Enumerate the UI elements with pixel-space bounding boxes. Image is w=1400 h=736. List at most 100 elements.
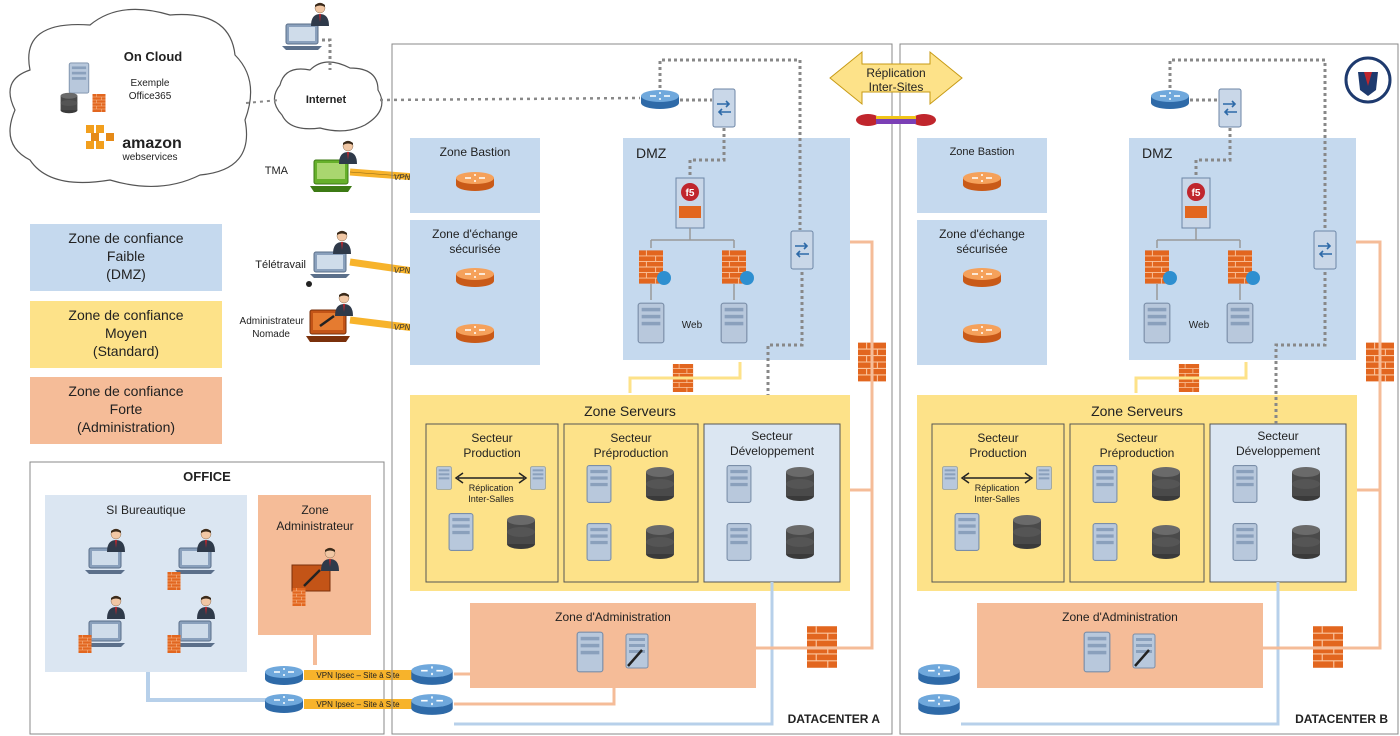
legend-medium <box>30 301 222 368</box>
web-server-icon <box>720 302 748 344</box>
office-firewall-icon <box>78 635 92 653</box>
production-server-icon <box>1036 466 1052 490</box>
preprod-server-icon <box>586 465 612 503</box>
anssi-logo-icon <box>1344 56 1392 104</box>
production-server-icon <box>954 513 980 551</box>
internet-label: Internet <box>306 94 347 106</box>
replication-link-icon <box>856 114 936 126</box>
preprod-database-icon <box>646 467 674 501</box>
internet-cloud: Internet <box>273 61 383 132</box>
echange-router-icon <box>962 267 1002 288</box>
cloud-database-icon <box>60 92 78 114</box>
f5-load-balancer-icon: f5 <box>675 177 705 229</box>
ip-gateway-icon <box>1313 230 1337 270</box>
dc-internet-router-icon <box>1150 89 1190 110</box>
cloud-zone: On Cloud Exemple Office365 amazon webser… <box>9 8 252 187</box>
vpn-ipsec-label-1: VPN Ipsec – Site à Site <box>316 671 400 680</box>
svg-text:(Standard): (Standard) <box>93 343 159 359</box>
legend-high <box>30 377 222 444</box>
office-title: OFFICE <box>183 469 231 484</box>
svg-text:Développement: Développement <box>1236 444 1321 458</box>
svg-text:f5: f5 <box>1192 188 1201 199</box>
dc-ipsec-router-icon <box>917 663 961 686</box>
vpn-label-tma: VPN <box>394 173 411 182</box>
svg-text:Zone Bastion: Zone Bastion <box>440 145 511 159</box>
dc-ip-gateway-icon <box>1218 88 1242 128</box>
datacenter-a: DATACENTER A Zone Bastion Zone d'échange… <box>379 43 893 735</box>
svg-text:Préproduction: Préproduction <box>1100 446 1175 460</box>
svg-text:Secteur: Secteur <box>1116 431 1157 445</box>
office-admin-firewall-icon <box>292 588 306 606</box>
cloud-server-icon <box>68 62 90 94</box>
svg-text:Web: Web <box>1189 320 1210 331</box>
svg-text:Réplication: Réplication <box>866 66 925 80</box>
admin-nomade-label1: Administrateur <box>240 316 305 327</box>
vpn-label-admin: VPN <box>394 323 411 332</box>
svg-text:webservices: webservices <box>121 152 177 163</box>
office-router-icon <box>264 665 304 686</box>
svg-text:Inter-Sites: Inter-Sites <box>869 80 924 94</box>
production-server-icon <box>436 466 452 490</box>
secteur-preproduction <box>563 423 699 583</box>
svg-text:Inter-Salles: Inter-Salles <box>974 494 1020 504</box>
svg-text:Secteur: Secteur <box>751 429 792 443</box>
cloud-title: On Cloud <box>124 49 183 64</box>
bastion-router-icon <box>962 171 1002 192</box>
preprod-database-icon <box>646 525 674 559</box>
dc-internet-router-icon <box>640 89 680 110</box>
preprod-server-icon <box>586 523 612 561</box>
remote-teletravail: Télétravail <box>255 230 352 287</box>
globe-icon <box>1163 271 1177 285</box>
echange-router-icon <box>455 323 495 344</box>
legend-low <box>30 224 222 291</box>
teletravail-laptop-icon <box>310 251 350 279</box>
svg-text:Secteur: Secteur <box>1257 429 1298 443</box>
admin-nomade-label2: Nomade <box>252 329 290 340</box>
svg-text:Zone Bastion: Zone Bastion <box>950 146 1015 158</box>
dc-ip-gateway-icon <box>712 88 736 128</box>
datacenter-b-label: DATACENTER B <box>1295 712 1388 726</box>
preprod-database-icon <box>1152 467 1180 501</box>
dc-ipsec-router-icon <box>410 693 454 716</box>
svg-text:Secteur: Secteur <box>471 431 512 445</box>
internet-user-icon <box>310 2 330 26</box>
office-firewall-icon <box>167 572 181 590</box>
bastion-router-icon <box>455 171 495 192</box>
datacenter-b: DATACENTER B Zone Bastion Zone d'échange… <box>899 43 1399 735</box>
globe-icon <box>657 271 671 285</box>
svg-text:Préproduction: Préproduction <box>594 446 669 460</box>
vpn-label-teletravail: VPN <box>394 266 411 275</box>
vpn-ipsec-label-2: VPN Ipsec – Site à Site <box>316 700 400 709</box>
dev-database-icon <box>786 525 814 559</box>
svg-text:Zone d'Administration: Zone d'Administration <box>555 610 671 624</box>
svg-text:amazon: amazon <box>122 135 182 152</box>
svg-text:Faible: Faible <box>107 248 145 264</box>
svg-text:Zone d'échange: Zone d'échange <box>939 227 1025 241</box>
admin-nomade-user-icon <box>334 292 354 316</box>
si-bureautique-label: SI Bureautique <box>106 503 186 517</box>
svg-text:Réplication: Réplication <box>975 483 1020 493</box>
office-firewall-icon <box>167 635 181 653</box>
dev-server-icon <box>1232 523 1258 561</box>
svg-text:DMZ: DMZ <box>1142 145 1173 161</box>
svg-text:(DMZ): (DMZ) <box>106 266 146 282</box>
echange-router-icon <box>455 267 495 288</box>
admin-server-icon <box>576 631 604 673</box>
svg-text:Réplication: Réplication <box>469 483 514 493</box>
remote-admin-nomade: Administrateur Nomade <box>240 292 354 342</box>
svg-text:Forte: Forte <box>110 401 143 417</box>
production-server-icon <box>530 466 546 490</box>
cloud-office365: Office365 <box>129 91 172 102</box>
production-database-icon <box>1013 515 1041 549</box>
production-server-icon <box>448 513 474 551</box>
office-zone: OFFICE SI Bureautique Zone Administrateu… <box>29 461 385 735</box>
preprod-database-icon <box>1152 525 1180 559</box>
aws-logo-icon: amazon webservices <box>86 125 182 163</box>
dev-database-icon <box>1292 467 1320 501</box>
dev-server-icon <box>726 465 752 503</box>
svg-text:f5: f5 <box>686 188 695 199</box>
tma-label: TMA <box>265 165 289 177</box>
svg-text:(Administration): (Administration) <box>77 419 175 435</box>
svg-text:Zone Serveurs: Zone Serveurs <box>1091 403 1183 419</box>
